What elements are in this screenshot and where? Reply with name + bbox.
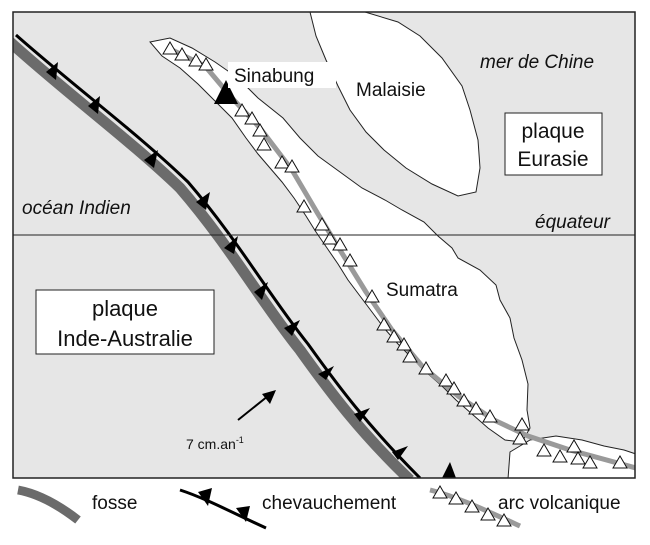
india-plate-box [35, 289, 215, 355]
eurasia-plate-line2: Eurasie [517, 148, 588, 171]
legend-arc-label: arc volcanique [498, 493, 621, 514]
thrust-teeth [46, 62, 456, 478]
malaysia-label: Malaisie [356, 80, 426, 101]
map-frame [12, 11, 636, 479]
malay-peninsula [309, 12, 481, 197]
thrust-line [15, 33, 422, 478]
speed-value: 7 cm.an [186, 436, 236, 452]
trench-line [13, 37, 414, 478]
india-plate-line2: Inde-Australie [57, 326, 193, 351]
eurasia-plate-line1: plaque [521, 120, 584, 143]
legend-trench-label: fosse [92, 493, 137, 514]
sinabung-label: Sinabung [234, 66, 314, 87]
india-plate-line1: plaque [92, 296, 158, 321]
legend-thrust-tooth [236, 506, 250, 522]
volcano-markers [162, 41, 628, 469]
speed-label: 7 cm.an-1 [186, 435, 244, 452]
legend-trench-symbol [17, 485, 81, 524]
equator-label: équateur [535, 212, 611, 233]
plate-motion-arrow-icon [237, 390, 276, 421]
sumatra-label: Sumatra [386, 280, 458, 301]
ocean-indian-label: océan Indien [22, 198, 131, 219]
legend: fosse chevauchement arc volcanique [17, 485, 621, 530]
legend-thrust-label: chevauchement [262, 493, 397, 514]
legend-thrust-symbol [179, 488, 267, 530]
legend-arc-volcanoes [432, 485, 512, 527]
sea-china-label: mer de Chine [480, 52, 594, 73]
sinabung-volcano-marker [214, 80, 238, 104]
sea-area [13, 12, 635, 478]
speed-exponent: -1 [236, 435, 244, 445]
eurasia-plate-box [504, 112, 603, 176]
legend-thrust-tooth [198, 488, 212, 506]
java-coast [507, 435, 635, 478]
